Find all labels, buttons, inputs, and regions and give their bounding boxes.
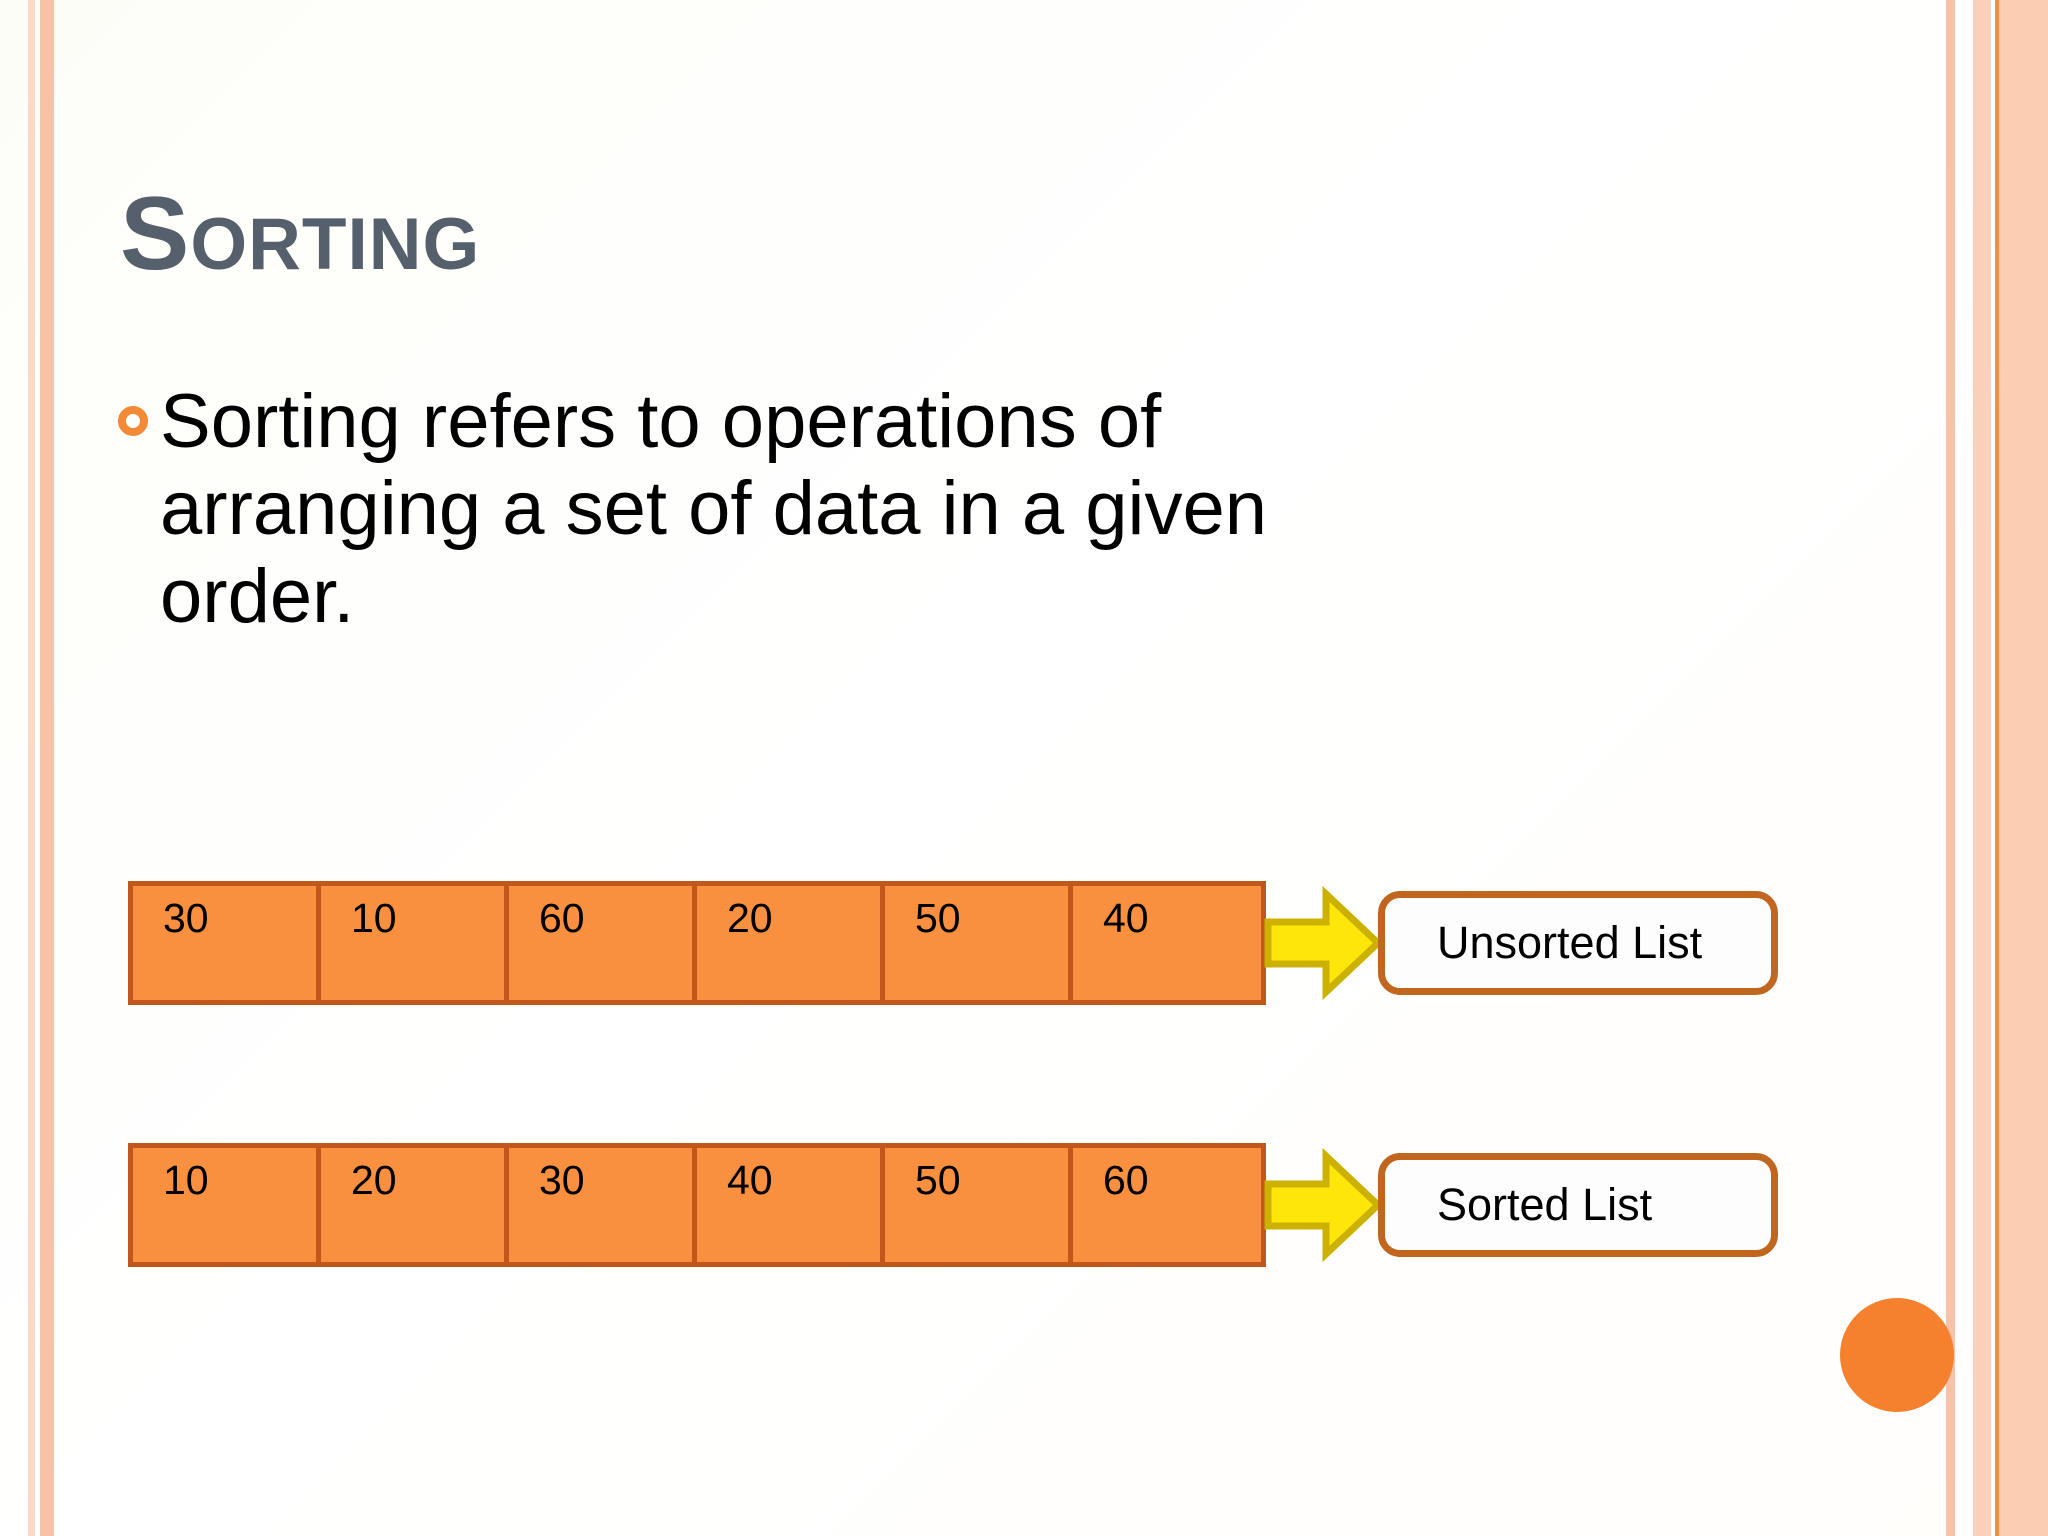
left-edge-stripe-inner: [40, 0, 54, 1536]
page-title: Sorting: [120, 175, 481, 292]
array-cell: 60: [1073, 1148, 1261, 1262]
list-label-text: Unsorted List: [1437, 917, 1703, 968]
array-cell: 50: [885, 886, 1073, 1000]
right-edge-stripe-accent: [1995, 0, 1999, 1536]
list-label-box-unsorted: Unsorted List: [1378, 891, 1778, 995]
array-cell: 30: [509, 1148, 697, 1262]
array-cell: 40: [697, 1148, 885, 1262]
right-edge-panel: [1999, 0, 2048, 1536]
left-edge-stripe-outer: [28, 0, 35, 1536]
diagram-row-sorted: 10 20 30 40 50 60 Sorted List: [128, 1143, 1778, 1267]
right-edge-stripe-band: [1973, 0, 1991, 1536]
diagram-row-unsorted: 30 10 60 20 50 40 Unsorted List: [128, 881, 1778, 1005]
list-label-box-sorted: Sorted List: [1378, 1153, 1778, 1257]
array-cells-sorted: 10 20 30 40 50 60: [128, 1143, 1266, 1267]
bullet-item-label: Sorting refers to operations of arrangin…: [160, 379, 1267, 639]
right-arrow-icon: [1264, 884, 1382, 1002]
array-cell: 20: [697, 886, 885, 1000]
array-cell: 60: [509, 886, 697, 1000]
right-edge-stripe-thin: [1946, 0, 1955, 1536]
array-cell: 10: [133, 1148, 321, 1262]
bullet-ring-icon: [118, 406, 148, 436]
bullet-item: Sorting refers to operations of arrangin…: [118, 378, 1598, 640]
array-cell: 50: [885, 1148, 1073, 1262]
array-cell: 10: [321, 886, 509, 1000]
right-arrow-icon: [1264, 1146, 1382, 1264]
list-label-text: Sorted List: [1437, 1179, 1653, 1230]
decorative-circle: [1840, 1298, 1954, 1412]
array-cell: 20: [321, 1148, 509, 1262]
array-cell: 30: [133, 886, 321, 1000]
array-cell: 40: [1073, 886, 1261, 1000]
array-cells-unsorted: 30 10 60 20 50 40: [128, 881, 1266, 1005]
